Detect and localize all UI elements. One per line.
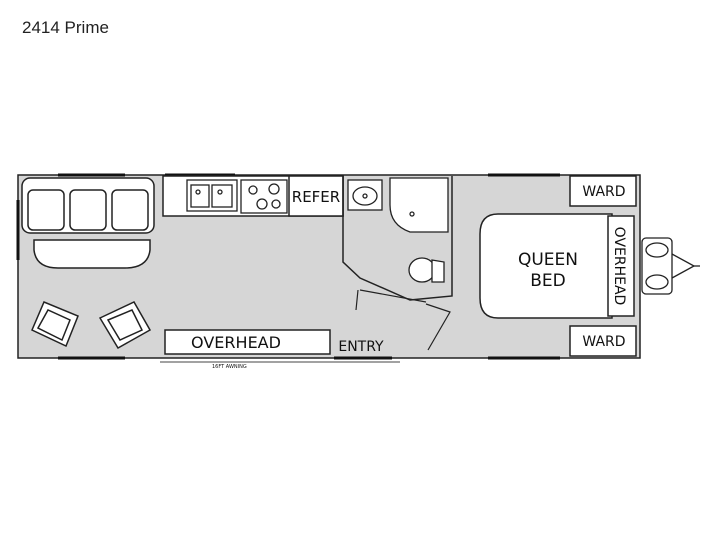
wardrobe-bottom [569,325,637,357]
bathroom-wall [342,176,453,301]
bathroom-door-swing [355,289,427,311]
wardrobe-top [569,175,637,207]
shower [389,177,449,233]
toilet [408,257,445,283]
refrigerator-label: REFER [292,188,340,206]
wardrobe-top-label: WARD [582,184,625,200]
wardrobe-bottom-label: WARD [582,334,625,350]
entry-label: ENTRY [338,339,384,355]
front-overhead-cabinet [607,215,635,317]
trailer-hitch [641,237,700,295]
recliner-chair-left [31,301,79,348]
awning-note: 16FT AWNING [212,364,247,370]
entry-door-swing [425,303,451,351]
stove-burners [240,179,288,214]
floorplan-title: 2414 Prime [22,18,109,37]
window-marks [16,173,560,360]
recliner-chair-right [98,301,152,350]
queen-bed-label-line1: QUEEN [518,250,578,270]
overhead-cabinet [164,329,331,355]
overhead-cabinet-label: OVERHEAD [191,333,281,352]
sofa [21,177,155,234]
queen-bed-label-line2: BED [530,271,566,291]
kitchen-sink [186,179,238,212]
dinette-table [33,239,151,269]
front-overhead-label: OVERHEAD [611,227,627,306]
bathroom-sink [347,179,383,211]
queen-bed [479,213,613,319]
